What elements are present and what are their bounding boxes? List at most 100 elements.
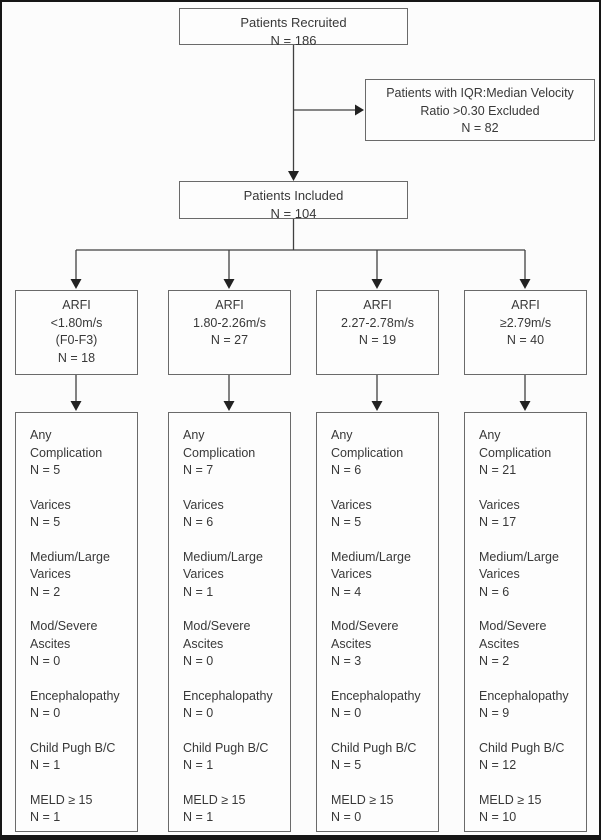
outcome-count: N = 1 xyxy=(183,758,214,772)
arfi-range: 2.27-2.78m/s xyxy=(341,315,414,330)
outcome-item: MELD ≥ 15 N = 0 xyxy=(331,792,426,827)
outcome-count: N = 0 xyxy=(30,654,61,668)
outcome-item: Encephalopathy N = 0 xyxy=(30,688,125,723)
excluded-line2: Ratio >0.30 Excluded xyxy=(420,103,540,118)
outcome-item: Medium/Large Varices N = 6 xyxy=(479,549,574,602)
outcome-item: Varices N = 17 xyxy=(479,497,574,532)
outcome-label: Child Pugh B/C xyxy=(479,740,565,755)
arfi-box-2: ARFI 1.80-2.26m/s N = 27 xyxy=(168,290,291,375)
outcome-item: Encephalopathy N = 9 xyxy=(479,688,574,723)
outcomes-box-2: Any Complication N = 7 Varices N = 6 Med… xyxy=(168,412,291,832)
excluded-count: N = 82 xyxy=(461,121,499,135)
recruited-box: Patients Recruited N = 186 xyxy=(179,8,408,48)
outcome-item: Any Complication N = 7 xyxy=(183,427,278,480)
arfi-title: ARFI xyxy=(62,298,91,312)
outcome-count: N = 1 xyxy=(183,584,214,599)
outcome-label: Any Complication xyxy=(479,428,552,460)
arfi-range: 1.80-2.26m/s xyxy=(193,315,266,330)
outcome-count: N = 6 xyxy=(183,515,214,529)
outcome-item: MELD ≥ 15 N = 10 xyxy=(479,792,574,827)
outcome-count: N = 2 xyxy=(479,654,510,668)
arfi-title: ARFI xyxy=(363,298,392,312)
outcome-item: Mod/Severe Ascites N = 0 xyxy=(30,618,125,671)
arfi-range: ≥2.79m/s xyxy=(499,315,552,330)
outcome-label: Varices xyxy=(479,497,520,512)
outcome-count: N = 0 xyxy=(183,654,214,668)
recruited-title: Patients Recruited xyxy=(240,15,347,30)
outcome-item: Child Pugh B/C N = 1 xyxy=(30,740,125,775)
outcome-count: N = 5 xyxy=(30,515,61,529)
arfi-box-4: ARFI ≥2.79m/s N = 40 xyxy=(464,290,587,375)
excluded-line1: Patients with IQR:Median Velocity xyxy=(386,86,574,100)
outcome-count: N = 5 xyxy=(331,758,362,772)
outcome-item: Encephalopathy N = 0 xyxy=(331,688,426,723)
outcome-item: Varices N = 5 xyxy=(30,497,125,532)
outcome-count: N = 6 xyxy=(479,584,510,599)
outcome-item: MELD ≥ 15 N = 1 xyxy=(30,792,125,827)
outcome-item: Mod/Severe Ascites N = 2 xyxy=(479,618,574,671)
outcome-item: Any Complication N = 5 xyxy=(30,427,125,480)
outcome-item: Child Pugh B/C N = 1 xyxy=(183,740,278,775)
outcomes-box-3: Any Complication N = 6 Varices N = 5 Med… xyxy=(316,412,439,832)
outcome-item: Encephalopathy N = 0 xyxy=(183,688,278,723)
outcome-count: N = 21 xyxy=(479,463,517,477)
outcome-item: Mod/Severe Ascites N = 0 xyxy=(183,618,278,671)
outcome-label: Any Complication xyxy=(331,428,404,460)
arrow-down-included xyxy=(288,171,299,181)
outcome-label: Medium/Large Varices xyxy=(183,549,263,582)
outcome-label: MELD ≥ 15 xyxy=(331,792,394,807)
arfi-note: (F0-F3) xyxy=(55,333,98,347)
outcome-item: MELD ≥ 15 N = 1 xyxy=(183,792,278,827)
outcome-label: Encephalopathy xyxy=(331,688,421,703)
outcomes-box-1: Any Complication N = 5 Varices N = 5 Med… xyxy=(15,412,138,832)
outcome-label: Varices xyxy=(30,497,71,512)
outcome-count: N = 2 xyxy=(30,584,61,599)
arfi-title: ARFI xyxy=(215,298,244,312)
outcomes-box-4: Any Complication N = 21 Varices N = 17 M… xyxy=(464,412,587,832)
outcome-label: Mod/Severe Ascites xyxy=(331,619,399,651)
outcome-item: Child Pugh B/C N = 5 xyxy=(331,740,426,775)
outcome-count: N = 3 xyxy=(331,654,362,668)
arfi-title: ARFI xyxy=(511,298,540,312)
outcome-item: Mod/Severe Ascites N = 3 xyxy=(331,618,426,671)
outcome-label: Medium/Large Varices xyxy=(30,549,110,582)
included-box: Patients Included N = 104 xyxy=(179,181,408,221)
outcome-count: N = 0 xyxy=(183,706,214,720)
outcome-count: N = 1 xyxy=(30,758,61,772)
outcome-count: N = 0 xyxy=(331,706,362,720)
outcome-label: MELD ≥ 15 xyxy=(183,792,246,807)
arfi-count: N = 27 xyxy=(210,333,249,347)
outcome-label: Medium/Large Varices xyxy=(479,549,559,582)
outcome-count: N = 4 xyxy=(331,584,362,599)
outcome-item: Any Complication N = 21 xyxy=(479,427,574,480)
outcome-label: Medium/Large Varices xyxy=(331,549,411,582)
outcome-label: Child Pugh B/C xyxy=(331,740,417,755)
outcome-count: N = 9 xyxy=(479,706,510,720)
outcome-item: Medium/Large Varices N = 4 xyxy=(331,549,426,602)
outcome-count: N = 7 xyxy=(183,463,214,477)
outcome-label: Mod/Severe Ascites xyxy=(30,619,98,651)
outcome-label: Varices xyxy=(331,497,372,512)
outcome-label: Child Pugh B/C xyxy=(30,740,116,755)
arrow-right-excluded xyxy=(355,104,364,116)
outcome-count: N = 0 xyxy=(331,810,362,824)
arfi-count: N = 18 xyxy=(57,350,96,365)
outcome-count: N = 5 xyxy=(30,463,61,477)
outcome-label: Child Pugh B/C xyxy=(183,740,269,755)
outcome-count: N = 10 xyxy=(479,810,517,824)
outcome-label: MELD ≥ 15 xyxy=(479,792,542,807)
outcome-count: N = 1 xyxy=(183,810,214,824)
outcome-label: Varices xyxy=(183,497,224,512)
outcome-count: N = 5 xyxy=(331,515,362,529)
outcome-label: MELD ≥ 15 xyxy=(30,792,93,807)
arfi-range: <1.80m/s xyxy=(50,315,103,330)
arfi-count: N = 40 xyxy=(506,333,545,347)
outcome-item: Varices N = 6 xyxy=(183,497,278,532)
outcome-count: N = 1 xyxy=(30,810,61,824)
included-title: Patients Included xyxy=(243,188,344,203)
outcome-item: Varices N = 5 xyxy=(331,497,426,532)
outcome-item: Any Complication N = 6 xyxy=(331,427,426,480)
outcome-item: Child Pugh B/C N = 12 xyxy=(479,740,574,775)
outcome-count: N = 6 xyxy=(331,463,362,477)
